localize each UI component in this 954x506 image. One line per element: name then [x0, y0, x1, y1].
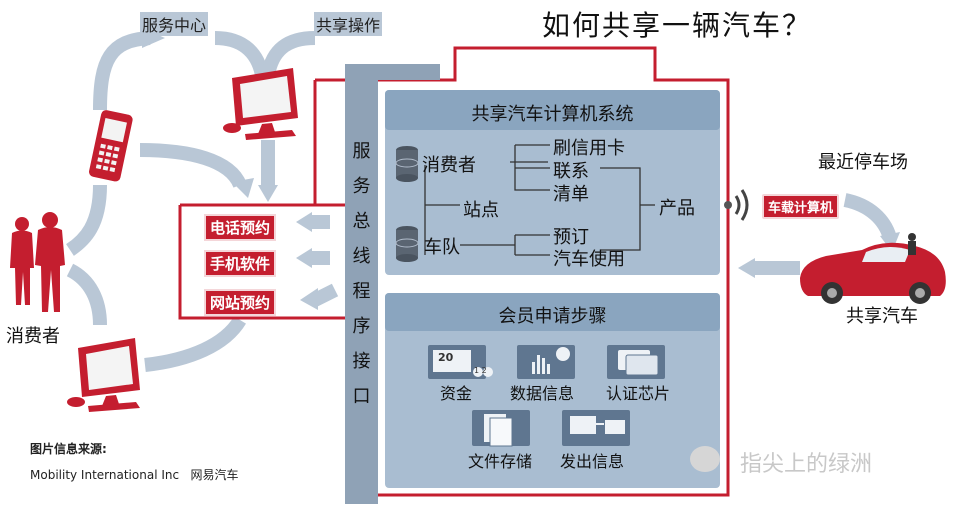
node-product: 产品	[659, 198, 695, 219]
source-heading: 图片信息来源:	[30, 442, 107, 456]
node-station: 站点	[463, 200, 499, 221]
icon-chip-cards	[607, 345, 665, 379]
step-send-info: 发出信息	[560, 452, 625, 471]
node-reservation: 预订	[553, 227, 589, 248]
card-number-text: 20	[438, 351, 454, 364]
label-service-center: 服务中心	[140, 12, 209, 36]
watermark-text: 指尖上的绿洲	[740, 452, 873, 477]
bus-interface-label: 服 务 总 线 程 序 接 口	[345, 134, 378, 414]
node-fleet: 车队	[424, 237, 460, 258]
bus-char: 线	[352, 246, 371, 267]
node-list: 清单	[553, 184, 589, 205]
bus-char: 总	[352, 211, 371, 232]
flow-arrows	[65, 31, 897, 372]
label-nearest-parking: 最近停车场	[818, 152, 908, 173]
node-car-usage: 汽车使用	[553, 249, 625, 270]
step-data-info: 数据信息	[510, 384, 575, 403]
phone-icon	[89, 110, 133, 182]
icon-data-chart	[517, 345, 575, 379]
bus-char: 程	[352, 281, 371, 302]
db-fleet-icon	[395, 226, 419, 262]
icon-send-message	[562, 410, 630, 446]
node-contact: 联系	[553, 161, 589, 182]
icon-documents	[472, 410, 530, 447]
db-consumer-icon	[395, 146, 419, 182]
bus-char: 接	[352, 351, 371, 372]
label-shared-car: 共享汽车	[846, 306, 918, 327]
card-steps-text: 1 2	[474, 366, 487, 375]
consumer-people-icon	[10, 212, 65, 312]
signal-waves-icon	[724, 189, 749, 221]
step-auth-chip: 认证芯片	[606, 384, 671, 403]
red-connections	[178, 46, 730, 497]
channel-phone-booking: 电话预约	[204, 214, 277, 241]
bus-char: 服	[352, 141, 371, 162]
step-funds: 资金	[440, 384, 473, 403]
diagram-title: 如何共享一辆汽车？	[542, 9, 813, 42]
label-onboard-computer: 车载计算机	[762, 194, 840, 219]
bus-char: 务	[352, 176, 371, 197]
label-share-operation: 共享操作	[314, 12, 383, 36]
bus-char: 口	[352, 386, 371, 407]
membership-panel-title: 会员申请步骤	[498, 306, 607, 327]
label-consumer: 消费者	[6, 326, 60, 347]
source-text: Mobility International Inc 网易汽车	[30, 468, 239, 482]
desktop-monitor-top-icon	[223, 68, 298, 140]
node-credit-card: 刷信用卡	[553, 138, 625, 159]
system-panel-title: 共享汽车计算机系统	[471, 104, 634, 125]
channel-web-booking: 网站预约	[204, 289, 277, 316]
node-consumer: 消费者	[422, 155, 476, 176]
icon-card	[428, 345, 493, 379]
shared-car-icon	[800, 233, 946, 304]
channel-mobile-app: 手机软件	[204, 250, 277, 277]
step-file-storage: 文件存储	[468, 452, 533, 471]
wechat-icon	[690, 446, 720, 472]
bus-char: 序	[352, 316, 371, 337]
desktop-monitor-bottom-icon	[67, 338, 140, 412]
